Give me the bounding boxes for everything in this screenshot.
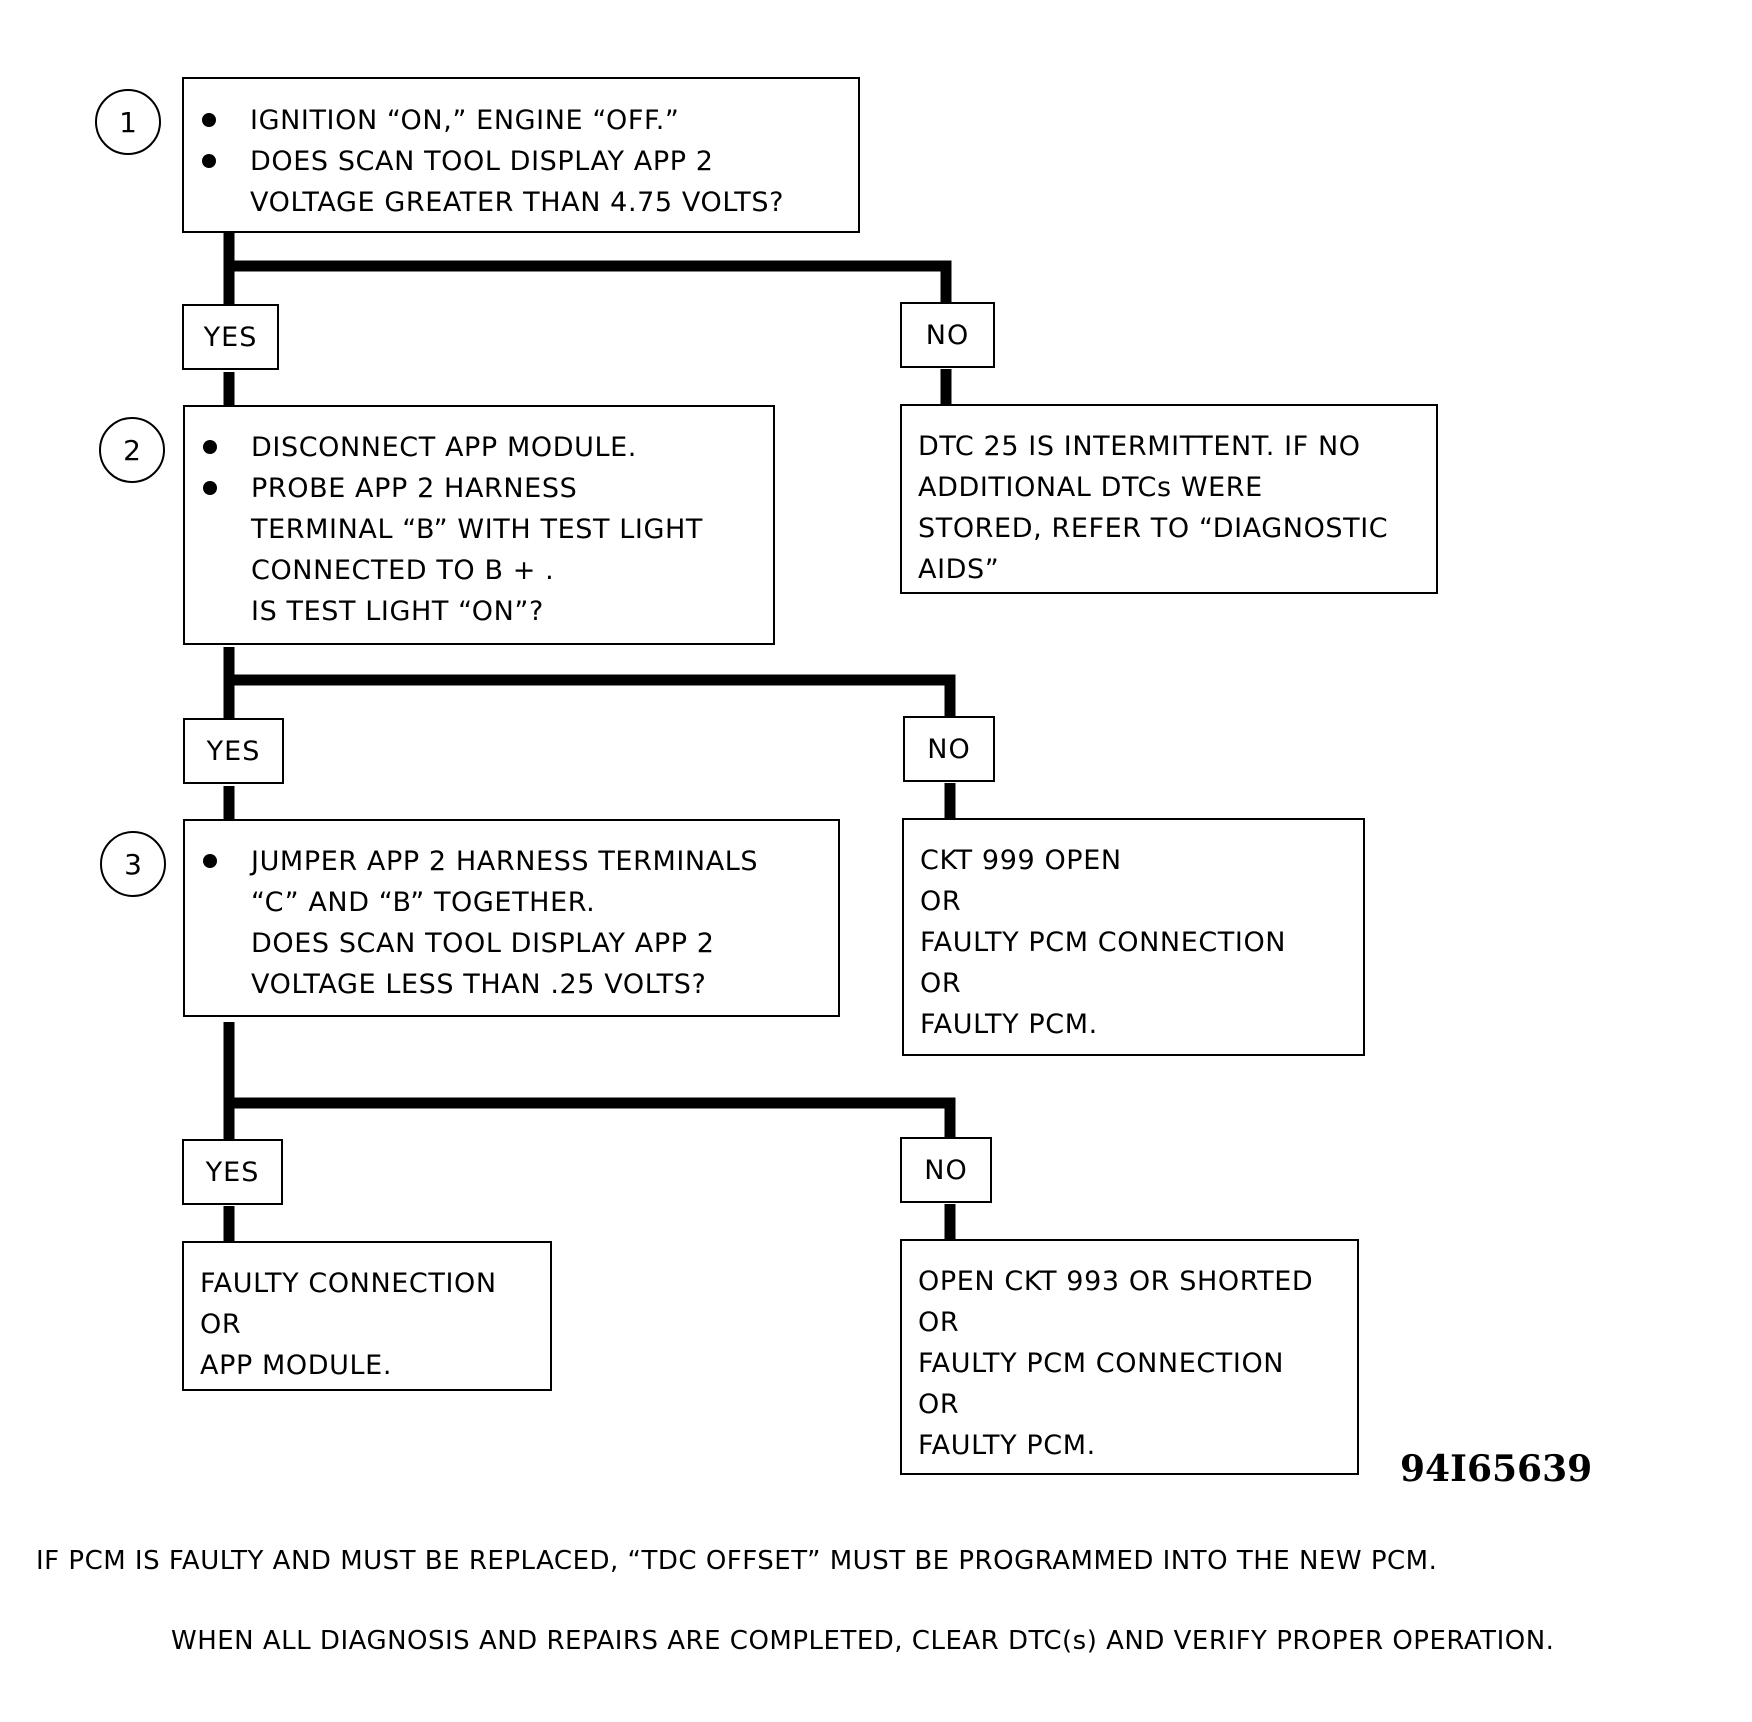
result-line: FAULTY PCM CONNECTION [920, 927, 1287, 958]
bullet-icon [202, 113, 216, 127]
step-number-2: 2 [99, 417, 165, 483]
step-2-yes-label: YES [183, 718, 284, 784]
connector-2-no [229, 674, 956, 718]
step-3-line: “C” AND “B” TOGETHER. [251, 887, 596, 918]
step-1-no-result-box: DTC 25 IS INTERMITTENT. IF NO ADDITIONAL… [900, 404, 1438, 594]
bullet-icon [203, 854, 217, 868]
step-3-no-label: NO [900, 1137, 992, 1203]
bullet-icon [203, 481, 217, 495]
result-line: DTC 25 IS INTERMITTENT. IF NO [918, 431, 1361, 462]
result-line: OR [920, 886, 962, 917]
step-number-1: 1 [95, 89, 161, 155]
step-3-line: VOLTAGE LESS THAN .25 VOLTS? [251, 969, 707, 1000]
result-line: FAULTY PCM. [918, 1430, 1096, 1461]
connector-1-no [229, 260, 952, 304]
step-1-line: VOLTAGE GREATER THAN 4.75 VOLTS? [250, 187, 785, 218]
step-1-line: DOES SCAN TOOL DISPLAY APP 2 [184, 141, 858, 182]
step-2-no-result-box: CKT 999 OPEN OR FAULTY PCM CONNECTION OR… [902, 818, 1365, 1056]
bullet-icon [202, 154, 216, 168]
result-line: STORED, REFER TO “DIAGNOSTIC [918, 513, 1389, 544]
step-3-yes-result-box: FAULTY CONNECTION OR APP MODULE. [182, 1241, 552, 1391]
result-line: OR [920, 968, 962, 999]
step-2-line: TERMINAL “B” WITH TEST LIGHT [251, 514, 703, 545]
step-2-line: PROBE APP 2 HARNESS [185, 468, 773, 509]
step-2-line: CONNECTED TO B + . [251, 555, 555, 586]
result-line: AIDS” [918, 554, 1000, 585]
step-1-line: IGNITION “ON,” ENGINE “OFF.” [184, 100, 858, 141]
result-line: FAULTY PCM CONNECTION [918, 1348, 1285, 1379]
step-number-3: 3 [100, 831, 166, 897]
step-1-no-label: NO [900, 302, 995, 368]
result-line: FAULTY CONNECTION [200, 1268, 497, 1299]
result-line: OR [200, 1309, 242, 1340]
bullet-icon [203, 440, 217, 454]
step-3-line: DOES SCAN TOOL DISPLAY APP 2 [251, 928, 715, 959]
connector-3-no [229, 1097, 956, 1139]
step-3-yes-label: YES [182, 1139, 283, 1205]
figure-id: 94I65639 [1400, 1448, 1593, 1490]
result-line: ADDITIONAL DTCs WERE [918, 472, 1263, 503]
step-2-no-label: NO [903, 716, 995, 782]
step-2-question-box: DISCONNECT APP MODULE. PROBE APP 2 HARNE… [183, 405, 775, 645]
note-pcm-replacement: IF PCM IS FAULTY AND MUST BE REPLACED, “… [36, 1546, 1438, 1576]
step-2-line: IS TEST LIGHT “ON”? [251, 596, 544, 627]
result-line: APP MODULE. [200, 1350, 393, 1381]
result-line: CKT 999 OPEN [920, 845, 1122, 876]
result-line: OR [918, 1389, 960, 1420]
step-3-line: JUMPER APP 2 HARNESS TERMINALS [185, 841, 838, 882]
result-line: OPEN CKT 993 OR SHORTED [918, 1266, 1314, 1297]
step-3-no-result-box: OPEN CKT 993 OR SHORTED OR FAULTY PCM CO… [900, 1239, 1359, 1475]
step-3-question-box: JUMPER APP 2 HARNESS TERMINALS “C” AND “… [183, 819, 840, 1017]
note-clear-dtc: WHEN ALL DIAGNOSIS AND REPAIRS ARE COMPL… [171, 1626, 1555, 1656]
step-1-yes-label: YES [182, 304, 279, 370]
result-line: FAULTY PCM. [920, 1009, 1098, 1040]
step-2-line: DISCONNECT APP MODULE. [185, 427, 773, 468]
step-1-question-box: IGNITION “ON,” ENGINE “OFF.” DOES SCAN T… [182, 77, 860, 233]
result-line: OR [918, 1307, 960, 1338]
